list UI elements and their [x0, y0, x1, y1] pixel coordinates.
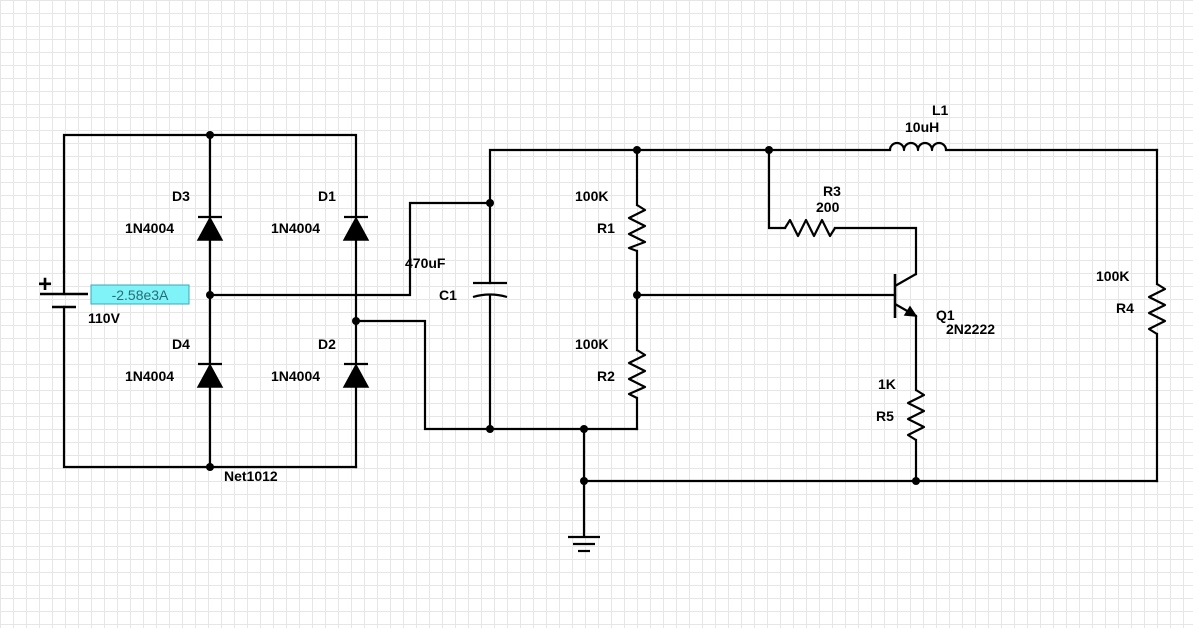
resistor-r2[interactable]	[627, 349, 647, 399]
l1-ref-label: L1	[932, 102, 949, 118]
transistor-q1[interactable]	[893, 273, 918, 318]
diode-d3[interactable]	[196, 215, 224, 241]
probe-readout: -2.58e3A	[112, 287, 169, 303]
r2-ref-label: R2	[597, 368, 615, 384]
r5-ref-label: R5	[876, 408, 894, 424]
d3-part-label: 1N4004	[125, 220, 174, 236]
net-label: Net1012	[224, 468, 278, 484]
ground-symbol[interactable]	[568, 535, 600, 553]
l1-value-label: 10uH	[905, 119, 939, 135]
r3-ref-label: R3	[823, 183, 841, 199]
resistor-r3[interactable]	[784, 218, 836, 238]
c1-ref-label: C1	[439, 287, 457, 303]
current-probe[interactable]: -2.58e3A	[90, 284, 190, 305]
diode-d2[interactable]	[342, 362, 370, 388]
d2-part-label: 1N4004	[271, 368, 320, 384]
r3-wires	[767, 148, 918, 276]
q1-part-label: 2N2222	[946, 321, 995, 337]
resistor-r4[interactable]	[1147, 283, 1167, 335]
c1-value-label: 470uF	[405, 255, 446, 271]
r3-value-label: 200	[816, 199, 840, 215]
d1-part-label: 1N4004	[271, 220, 320, 236]
resistor-r5[interactable]	[906, 389, 926, 441]
junction-dots	[206, 131, 920, 485]
d4-ref-label: D4	[172, 336, 190, 352]
divider-wires	[635, 148, 897, 431]
diode-d1[interactable]	[342, 215, 370, 241]
capacitor-c1[interactable]	[472, 281, 508, 299]
r4-value-label: 100K	[1096, 268, 1129, 284]
inductor-l1[interactable]	[888, 141, 948, 152]
d4-part-label: 1N4004	[125, 368, 174, 384]
r1-ref-label: R1	[597, 220, 615, 236]
r2-value-label: 100K	[575, 336, 608, 352]
bridge-wires	[62, 133, 492, 469]
rail-wires	[488, 148, 1159, 431]
battery-value-label: 110V	[88, 310, 121, 326]
d3-ref-label: D3	[172, 188, 190, 204]
battery-plus-sign: +	[38, 271, 52, 298]
r1-value-label: 100K	[575, 188, 608, 204]
d1-ref-label: D1	[318, 188, 336, 204]
q1-ref-label: Q1	[936, 307, 955, 323]
battery-110v[interactable]: +	[38, 270, 88, 309]
d2-ref-label: D2	[318, 336, 336, 352]
resistor-r1[interactable]	[627, 204, 647, 253]
ground-wires	[582, 427, 1159, 537]
r4-ref-label: R4	[1116, 300, 1134, 316]
diode-d4[interactable]	[196, 362, 224, 388]
r5-value-label: 1K	[878, 376, 896, 392]
